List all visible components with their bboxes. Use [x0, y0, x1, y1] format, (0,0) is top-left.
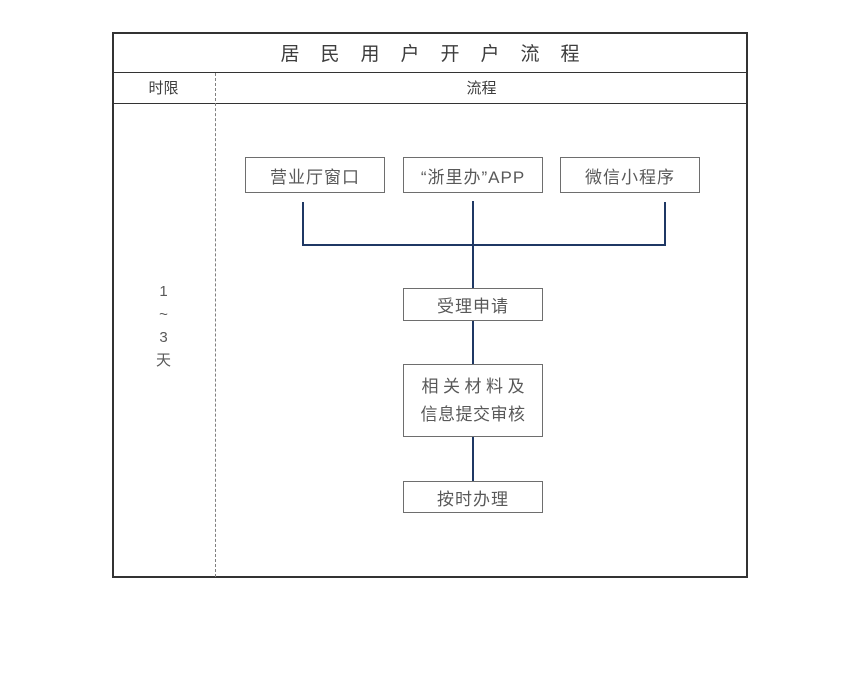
connector-horizontal-bus	[302, 244, 666, 246]
time-limit-line: 1	[159, 283, 168, 300]
step-materials-line2: 信息提交审核	[420, 404, 526, 424]
time-limit-line: ~	[159, 306, 168, 323]
step-box-materials-review: 相关材料及 信息提交审核	[403, 364, 543, 437]
connector-right-vertical	[664, 202, 666, 246]
connector-left-vertical	[302, 202, 304, 246]
step-box-accept-application: 受理申请	[403, 288, 543, 321]
time-limit-line: 天	[155, 352, 171, 369]
time-limit-value: 1 ~ 3 天	[112, 280, 215, 372]
column-dashed-divider	[215, 73, 216, 577]
connector-accept-to-review	[472, 321, 474, 364]
column-header-flow: 流程	[466, 80, 497, 97]
column-header-time-limit: 时限	[148, 80, 179, 97]
title-separator-line	[113, 72, 747, 73]
step-box-complete-on-time: 按时办理	[403, 481, 543, 513]
channel-box-wechat-miniprogram: 微信小程序	[560, 157, 700, 193]
channel-box-zheliban-app: “浙里办”APP	[403, 157, 543, 193]
header-separator-line	[113, 103, 747, 104]
page-title: 居民用户开户流程	[280, 43, 601, 65]
connector-review-to-complete	[472, 437, 474, 481]
step-materials-line1: 相关材料及	[421, 376, 529, 396]
time-limit-line: 3	[159, 329, 168, 346]
channel-box-service-hall: 营业厅窗口	[245, 157, 385, 193]
